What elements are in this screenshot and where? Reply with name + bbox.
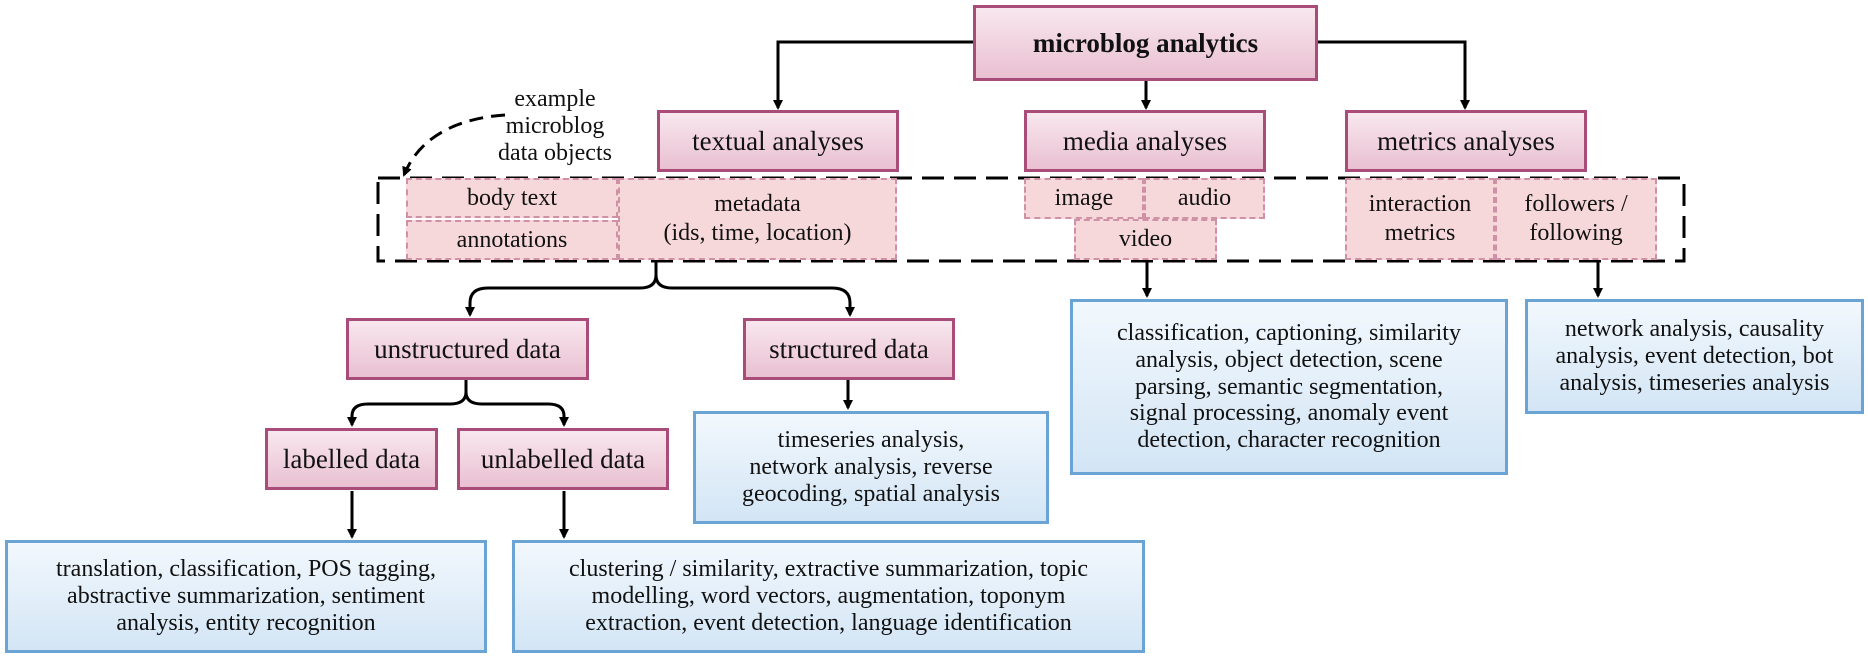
metrics-analyses-node: metrics analyses [1345,110,1587,172]
followers-following-object: followers / following [1495,178,1657,260]
textual-analyses-node: textual analyses [657,110,899,172]
body-text-object: body text [406,178,618,218]
interaction-metrics-object: interaction metrics [1345,178,1495,260]
textual-brace-right [654,274,855,317]
structured-tasks-box: timeseries analysis, network analysis, r… [693,411,1049,524]
unstructured-data-node: unstructured data [346,318,589,380]
unlabelled-tasks-box: clustering / similarity, extractive summ… [512,540,1145,653]
metrics-tasks-box: network analysis, causality analysis, ev… [1525,299,1864,414]
metadata-object: metadata (ids, time, location) [618,178,897,260]
example-data-objects-label: example microblog data objects [498,86,612,166]
textual-brace [465,262,658,317]
audio-object: audio [1144,178,1265,219]
root-node: microblog analytics [973,5,1318,81]
unstructured-brace [347,380,468,427]
labelled-data-node: labelled data [265,428,438,490]
labelled-tasks-box: translation, classification, POS tagging… [5,540,487,653]
video-object: video [1074,219,1217,260]
media-analyses-node: media analyses [1024,110,1266,172]
arrow-root-textual [773,40,973,110]
media-tasks-box: classification, captioning, similarity a… [1070,299,1508,475]
unstructured-brace-right [464,391,569,427]
annotations-object: annotations [406,220,618,260]
example-pointer-arrow [402,113,506,177]
arrow-root-metrics [1318,40,1470,110]
image-object: image [1024,178,1144,219]
structured-data-node: structured data [743,318,955,380]
unlabelled-data-node: unlabelled data [457,428,669,490]
